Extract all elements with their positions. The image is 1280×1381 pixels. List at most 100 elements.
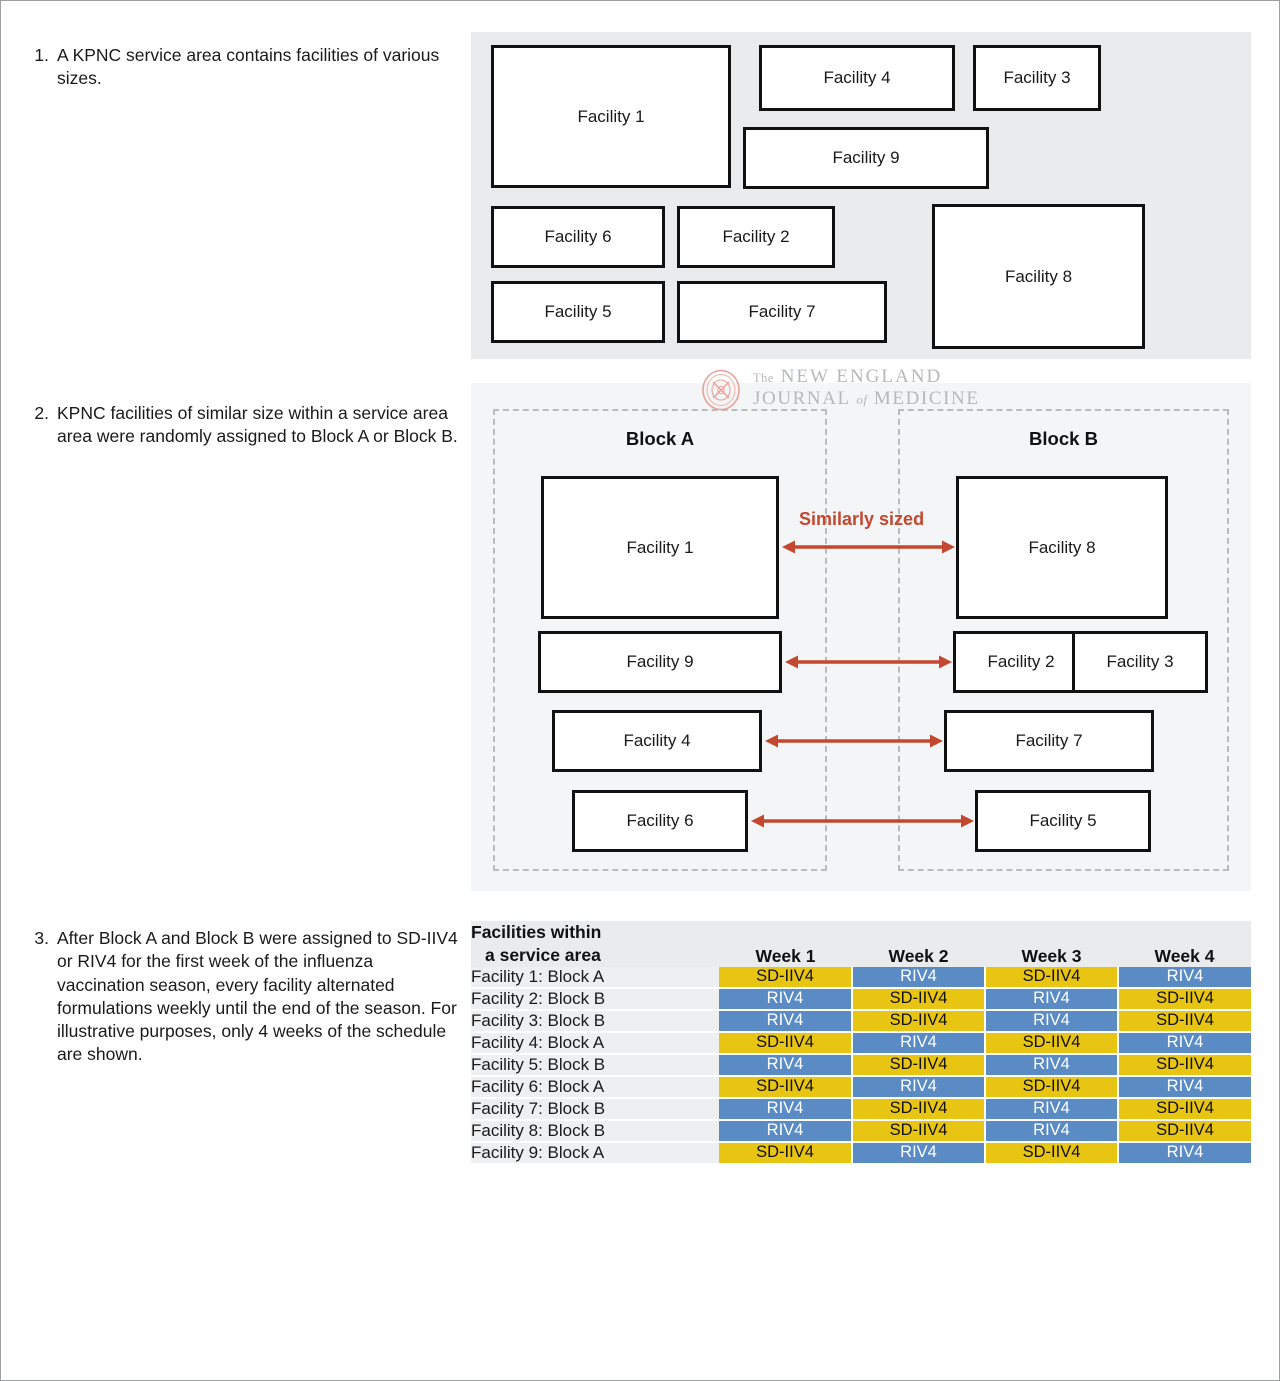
row-label: Facility 3: Block B bbox=[471, 1009, 719, 1033]
similarly-sized-arrow-1 bbox=[782, 536, 955, 558]
facility-box-facility-1: Facility 1 bbox=[491, 45, 731, 188]
block-a-facility-6: Facility 6 bbox=[572, 790, 748, 852]
facility-label: Facility 4 bbox=[823, 68, 891, 87]
header-facilities-line1: Facilities within bbox=[471, 922, 602, 942]
facility-label: Facility 8 bbox=[1004, 266, 1073, 286]
block-a-facility-1: Facility 1 bbox=[541, 476, 779, 619]
panel-schedule: Facilities within a service area Week 1 … bbox=[471, 921, 1251, 1165]
schedule-cell-week-3: SD-IIV4 bbox=[985, 1031, 1119, 1055]
schedule-cell-week-2: SD-IIV4 bbox=[852, 1119, 986, 1143]
row-label: Facility 2: Block B bbox=[471, 987, 719, 1011]
schedule-cell-week-3: RIV4 bbox=[985, 1119, 1119, 1143]
facility-label: Facility 1 bbox=[626, 537, 694, 557]
block-b-facility-5: Facility 5 bbox=[975, 790, 1151, 852]
facility-box-facility-2: Facility 2 bbox=[677, 206, 835, 268]
similarly-sized-arrow-2 bbox=[785, 651, 952, 673]
schedule-cell-week-3: SD-IIV4 bbox=[985, 1141, 1119, 1165]
step-2-text: KPNC facilities of similar size within a… bbox=[57, 403, 458, 447]
schedule-cell-week-1: RIV4 bbox=[719, 1119, 853, 1143]
schedule-cell-week-2: SD-IIV4 bbox=[852, 1053, 986, 1077]
header-facilities-line2: a service area bbox=[485, 944, 601, 965]
schedule-cell-week-1: SD-IIV4 bbox=[719, 966, 853, 989]
header-facilities: Facilities within a service area bbox=[471, 921, 719, 967]
facility-label: Facility 4 bbox=[623, 731, 691, 750]
facility-label: Facility 1 bbox=[577, 106, 645, 126]
row-label: Facility 1: Block A bbox=[471, 966, 719, 989]
schedule-cell-week-4: RIV4 bbox=[1118, 966, 1251, 989]
facility-box-facility-7: Facility 7 bbox=[677, 281, 887, 343]
row-label: Facility 9: Block A bbox=[471, 1141, 719, 1165]
row-label: Facility 6: Block A bbox=[471, 1075, 719, 1099]
facility-label: Facility 2 bbox=[722, 227, 790, 246]
step-3-text: After Block A and Block B were assigned … bbox=[57, 928, 458, 1065]
header-week-3: Week 3 bbox=[985, 921, 1118, 967]
step-1-caption: 1. A KPNC service area contains faciliti… bbox=[31, 44, 451, 91]
row-label: Facility 4: Block A bbox=[471, 1031, 719, 1055]
panel-block-assignment: Block A Block B Similarly sized Facility… bbox=[471, 383, 1251, 891]
schedule-cell-week-1: RIV4 bbox=[719, 1009, 853, 1033]
schedule-cell-week-2: RIV4 bbox=[852, 1141, 986, 1165]
header-week-4: Week 4 bbox=[1118, 921, 1251, 967]
facility-label: Facility 2 bbox=[987, 652, 1055, 671]
schedule-cell-week-2: SD-IIV4 bbox=[852, 1097, 986, 1121]
row-label: Facility 7: Block B bbox=[471, 1097, 719, 1121]
facility-box-facility-9: Facility 9 bbox=[743, 127, 989, 189]
facility-label: Facility 6 bbox=[544, 227, 612, 246]
block-b-label: Block B bbox=[1029, 428, 1098, 449]
facility-box-facility-4: Facility 4 bbox=[759, 45, 955, 111]
schedule-cell-week-4: RIV4 bbox=[1118, 1141, 1251, 1165]
step-1-number: 1. bbox=[34, 45, 49, 65]
block-b-facility-8: Facility 8 bbox=[956, 476, 1168, 619]
schedule-cell-week-2: RIV4 bbox=[852, 1031, 986, 1055]
similarly-sized-arrow-4 bbox=[751, 810, 974, 832]
step-3-caption: 3. After Block A and Block B were assign… bbox=[31, 927, 461, 1067]
schedule-cell-week-2: SD-IIV4 bbox=[852, 987, 986, 1011]
facility-label: Facility 8 bbox=[1028, 537, 1096, 557]
schedule-cell-week-4: RIV4 bbox=[1118, 1075, 1251, 1099]
table-header: Facilities within a service area Week 1 … bbox=[471, 921, 1251, 967]
facility-label: Facility 7 bbox=[748, 302, 816, 321]
row-label: Facility 5: Block B bbox=[471, 1053, 719, 1077]
facility-box-facility-6: Facility 6 bbox=[491, 206, 665, 268]
schedule-cell-week-4: SD-IIV4 bbox=[1118, 1053, 1251, 1077]
row-label: Facility 8: Block B bbox=[471, 1119, 719, 1143]
header-week-2: Week 2 bbox=[852, 921, 985, 967]
schedule-cell-week-1: SD-IIV4 bbox=[719, 1075, 853, 1099]
schedule-cell-week-1: RIV4 bbox=[719, 987, 853, 1011]
facility-label: Facility 7 bbox=[1015, 731, 1083, 750]
similarly-sized-label: Similarly sized bbox=[799, 509, 925, 529]
facility-label: Facility 9 bbox=[832, 148, 900, 167]
block-a-facility-4: Facility 4 bbox=[552, 710, 762, 772]
header-row: Facilities within a service area Week 1 … bbox=[471, 921, 1251, 967]
block-a-label: Block A bbox=[625, 428, 695, 449]
similarly-sized-arrow-3 bbox=[765, 730, 943, 752]
schedule-cell-week-2: RIV4 bbox=[852, 1075, 986, 1099]
schedule-cell-week-3: RIV4 bbox=[985, 1009, 1119, 1033]
facility-box-facility-8: Facility 8 bbox=[932, 204, 1145, 349]
facility-label: Facility 5 bbox=[1029, 811, 1097, 830]
block-a-region bbox=[493, 409, 827, 871]
step-2-caption: 2. KPNC facilities of similar size withi… bbox=[31, 402, 461, 449]
block-b-facility-3: Facility 3 bbox=[1072, 631, 1208, 693]
schedule-cell-week-4: SD-IIV4 bbox=[1118, 1097, 1251, 1121]
schedule-cell-week-1: SD-IIV4 bbox=[719, 1031, 853, 1055]
block-b-facility-2: Facility 2 bbox=[953, 631, 1089, 693]
facility-label: Facility 6 bbox=[626, 811, 694, 830]
facility-label: Facility 5 bbox=[544, 302, 612, 321]
schedule-cell-week-3: SD-IIV4 bbox=[985, 1075, 1119, 1099]
schedule-cell-week-3: RIV4 bbox=[985, 1053, 1119, 1077]
facility-label: Facility 3 bbox=[1106, 652, 1174, 671]
panel-service-area: Facility 1 Facility 4 Facility 3 Facility 9… bbox=[471, 32, 1251, 359]
facility-box-facility-3: Facility 3 bbox=[973, 45, 1101, 111]
schedule-cell-week-3: RIV4 bbox=[985, 987, 1119, 1011]
schedule-cell-week-4: SD-IIV4 bbox=[1118, 1009, 1251, 1033]
